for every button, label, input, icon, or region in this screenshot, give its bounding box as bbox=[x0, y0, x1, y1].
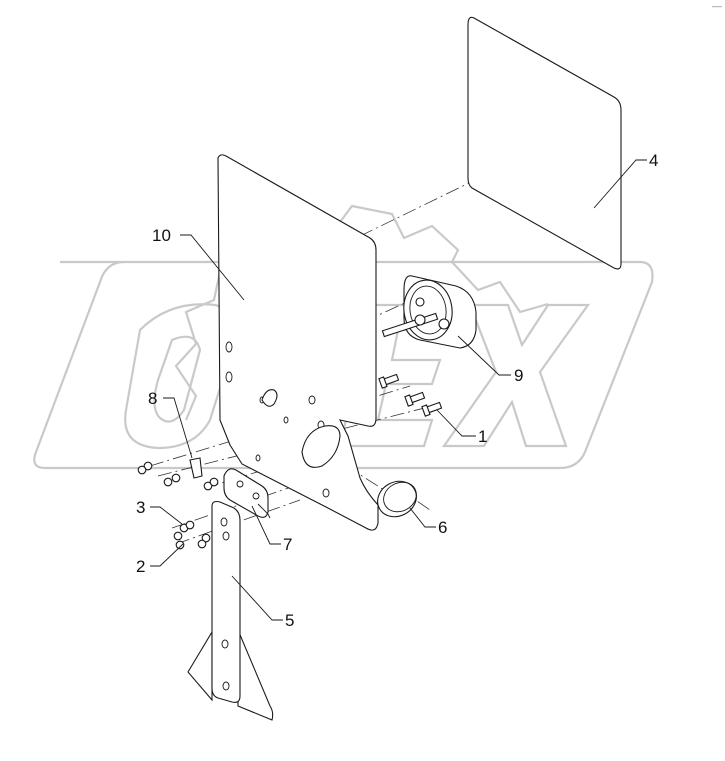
part-5-mounting-leg bbox=[187, 500, 274, 721]
callout-9: 9 bbox=[514, 366, 523, 385]
part-10-reflector-seat bbox=[301, 425, 341, 468]
callout-3: 3 bbox=[136, 498, 145, 517]
watermark-letter-o bbox=[124, 303, 237, 450]
leader-lines bbox=[150, 159, 647, 621]
part-9-gauge bbox=[381, 275, 477, 349]
part-1-bolts bbox=[378, 373, 443, 417]
callout-7: 7 bbox=[283, 535, 292, 554]
callout-10: 10 bbox=[152, 226, 171, 245]
corner-mark: –– bbox=[712, 1, 722, 11]
callout-4: 4 bbox=[649, 151, 658, 170]
callout-8: 8 bbox=[148, 389, 157, 408]
part-10-holes bbox=[225, 341, 330, 498]
part-6-reflector bbox=[377, 480, 417, 518]
callout-1: 1 bbox=[478, 427, 487, 446]
nuts-and-washers bbox=[137, 461, 219, 550]
callout-2: 2 bbox=[136, 557, 145, 576]
part-4-panel bbox=[467, 16, 622, 270]
part-8-clip bbox=[189, 457, 203, 479]
callout-5: 5 bbox=[285, 611, 294, 630]
callouts: 1 2 3 4 5 6 7 8 9 10 bbox=[136, 151, 658, 630]
part-7-bracket bbox=[223, 468, 271, 519]
watermark-letter-x bbox=[441, 303, 591, 448]
callout-6: 6 bbox=[438, 518, 447, 537]
